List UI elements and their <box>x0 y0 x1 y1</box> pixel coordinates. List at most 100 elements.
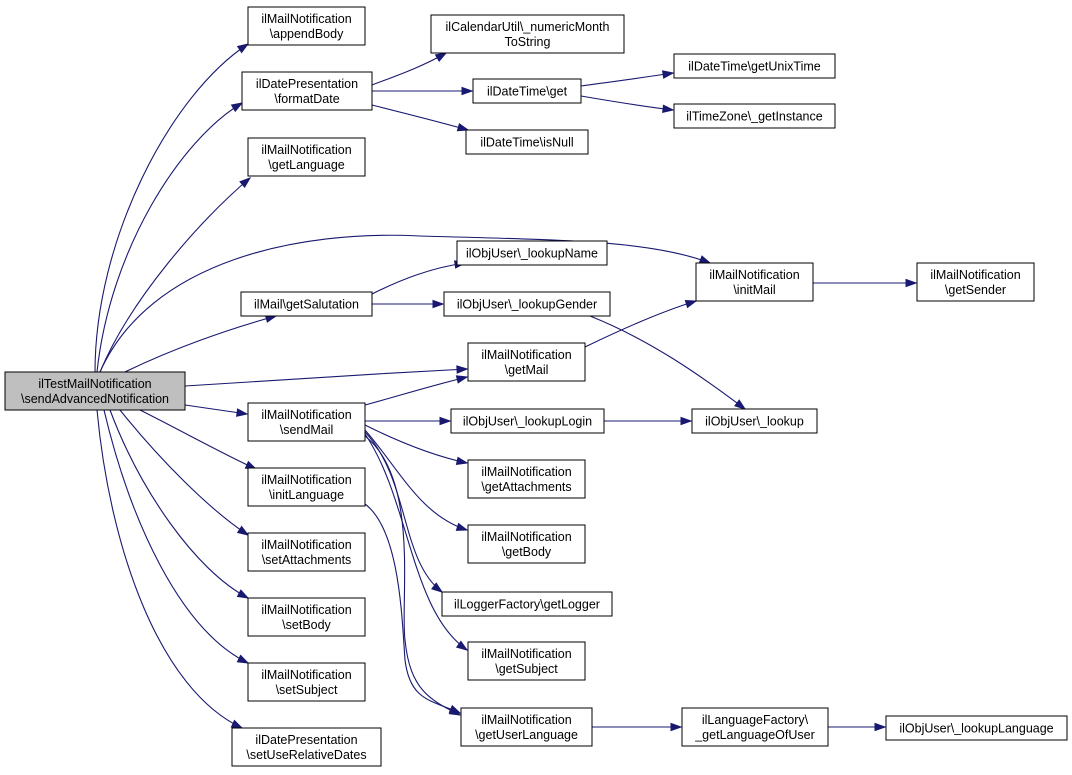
node-label-line: ilMailNotification <box>481 348 571 362</box>
edge-line <box>371 104 469 131</box>
node-formatDate[interactable]: ilDatePresentation\formatDate <box>241 71 373 111</box>
node-box <box>467 524 586 564</box>
edge-formatDate-to-dtIsNull <box>371 104 470 132</box>
node-getSubject[interactable]: ilMailNotification\getSubject <box>467 641 586 681</box>
node-getLogger[interactable]: ilLoggerFactory\getLogger <box>441 591 613 617</box>
edge-initMail-to-getSender <box>812 278 918 288</box>
node-sendMail[interactable]: ilMailNotification\sendMail <box>247 402 366 442</box>
node-getAttachments[interactable]: ilMailNotification\getAttachments <box>467 459 586 499</box>
node-getLanguage[interactable]: ilMailNotification\getLanguage <box>247 137 366 177</box>
edge-line <box>96 102 243 373</box>
node-label-line: \getUserLanguage <box>475 728 578 742</box>
node-label-line: \getSender <box>945 283 1006 297</box>
node-setSubject[interactable]: ilMailNotification\setSubject <box>247 662 366 702</box>
node-box <box>472 78 582 104</box>
edge-sendMail-to-getAttachments <box>364 424 469 465</box>
edge-line <box>364 429 468 531</box>
node-lookupLanguage[interactable]: ilObjUser\_lookupLanguage <box>885 715 1068 741</box>
arrowhead-icon <box>684 299 698 309</box>
node-box <box>247 137 366 177</box>
node-label-line: \getBody <box>502 545 552 559</box>
node-label-line: ilDateTime\getUnixTime <box>688 60 820 74</box>
node-getBody[interactable]: ilMailNotification\getBody <box>467 524 586 564</box>
edge-lookupLogin-to-lookup <box>603 416 693 426</box>
node-label-line: ilLanguageFactory\ <box>702 713 809 727</box>
nodes-layer: ilTestMailNotification\sendAdvancedNotif… <box>4 6 1068 767</box>
node-setBody[interactable]: ilMailNotification\setBody <box>247 597 366 637</box>
node-appendBody[interactable]: ilMailNotification\appendBody <box>247 6 366 46</box>
node-label-line: \sendAdvancedNotification <box>21 392 169 406</box>
arrowhead-icon <box>230 719 244 729</box>
node-getLanguageOfUser[interactable]: ilLanguageFactory\_getLanguageOfUser <box>681 707 829 747</box>
edge-root-to-initLanguage <box>139 409 258 470</box>
node-label-line: \setAttachments <box>262 553 352 567</box>
arrowhead-icon <box>448 704 462 714</box>
node-tzGetInstance[interactable]: ilTimeZone\_getInstance <box>673 103 836 129</box>
node-label-line: ilMailNotification <box>481 647 571 661</box>
arrowhead-icon <box>670 722 683 732</box>
node-label-line: ilMailNotification <box>261 668 351 682</box>
edge-root-to-getSalutation <box>124 314 278 373</box>
edge-line <box>124 315 277 373</box>
arrowhead-icon <box>236 408 249 417</box>
arrowhead-icon <box>456 122 470 132</box>
node-label-line: ilDatePresentation <box>255 733 357 747</box>
node-box <box>247 402 366 442</box>
node-initLanguage[interactable]: ilMailNotification\initLanguage <box>247 467 366 507</box>
edge-line <box>184 368 468 387</box>
edge-line <box>364 503 461 714</box>
node-dtIsNull[interactable]: ilDateTime\isNull <box>465 129 589 155</box>
arrowhead-icon <box>239 177 252 189</box>
arrowhead-icon <box>431 582 444 593</box>
node-box <box>443 291 611 317</box>
node-lookupGender[interactable]: ilObjUser\_lookupGender <box>443 291 611 317</box>
node-box <box>467 641 586 681</box>
node-setAttachments[interactable]: ilMailNotification\setAttachments <box>247 532 366 572</box>
edge-line <box>99 234 711 373</box>
node-getSalutation[interactable]: ilMail\getSalutation <box>240 291 373 317</box>
node-getUnixTime[interactable]: ilDateTime\getUnixTime <box>673 53 836 79</box>
node-initMail[interactable]: ilMailNotification\initMail <box>695 262 814 302</box>
node-label-line: ilMailNotification <box>481 530 571 544</box>
node-box <box>673 53 836 79</box>
node-label-line: ToString <box>505 35 551 49</box>
node-lookupLogin[interactable]: ilObjUser\_lookupLogin <box>450 408 605 434</box>
edge-root-to-setBody <box>109 409 250 599</box>
node-label-line: \initLanguage <box>269 488 344 502</box>
node-getSender[interactable]: ilMailNotification\getSender <box>916 262 1035 302</box>
node-label-line: ilMail\getSalutation <box>254 298 359 312</box>
edge-root-to-initMail <box>99 234 712 373</box>
node-getUserLanguage[interactable]: ilMailNotification\getUserLanguage <box>460 707 593 747</box>
node-label-line: ilMailNotification <box>261 473 351 487</box>
node-label-line: ilDateTime\isNull <box>480 136 573 150</box>
node-box <box>916 262 1035 302</box>
node-label-line: ilMailNotification <box>709 268 799 282</box>
node-box <box>456 240 608 266</box>
node-box <box>241 71 373 111</box>
node-label-line: ilMailNotification <box>261 408 351 422</box>
edge-line <box>364 435 461 716</box>
node-lookup[interactable]: ilObjUser\_lookup <box>691 408 818 434</box>
node-box <box>430 14 625 54</box>
edge-getUserLanguage-to-getLanguageOfUser <box>591 722 683 732</box>
node-box <box>247 467 366 507</box>
edge-dtGet-to-getUnixTime <box>580 70 675 87</box>
node-label-line: \getLanguage <box>268 158 345 172</box>
arrowhead-icon <box>455 456 469 465</box>
edge-getMail-to-initMail <box>584 299 698 348</box>
node-label-line: ilCalendarUtil\_numericMonth <box>446 20 610 34</box>
node-label-line: \formatDate <box>274 92 339 106</box>
node-root[interactable]: ilTestMailNotification\sendAdvancedNotif… <box>4 371 186 411</box>
node-box <box>4 371 186 411</box>
node-dtGet[interactable]: ilDateTime\get <box>472 78 582 104</box>
edge-line <box>103 409 249 664</box>
edge-line <box>364 376 468 406</box>
edge-sendMail-to-getUserLanguage <box>364 435 462 716</box>
node-setUseRelativeDates[interactable]: ilDatePresentation\setUseRelativeDates <box>231 727 382 767</box>
node-label-line: ilMailNotification <box>261 12 351 26</box>
node-lookupName[interactable]: ilObjUser\_lookupName <box>456 240 608 266</box>
edge-root-to-appendBody <box>94 43 250 373</box>
node-getMail[interactable]: ilMailNotification\getMail <box>467 342 586 382</box>
